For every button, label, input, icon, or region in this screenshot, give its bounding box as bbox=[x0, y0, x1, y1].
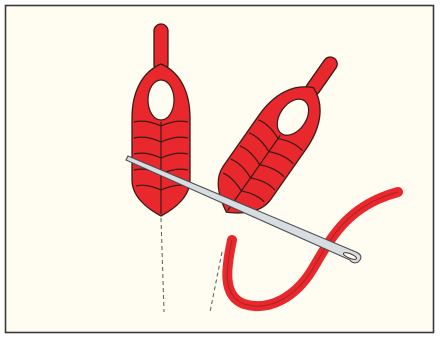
left-loop-eye bbox=[148, 80, 174, 120]
illustration-frame bbox=[6, 6, 434, 333]
